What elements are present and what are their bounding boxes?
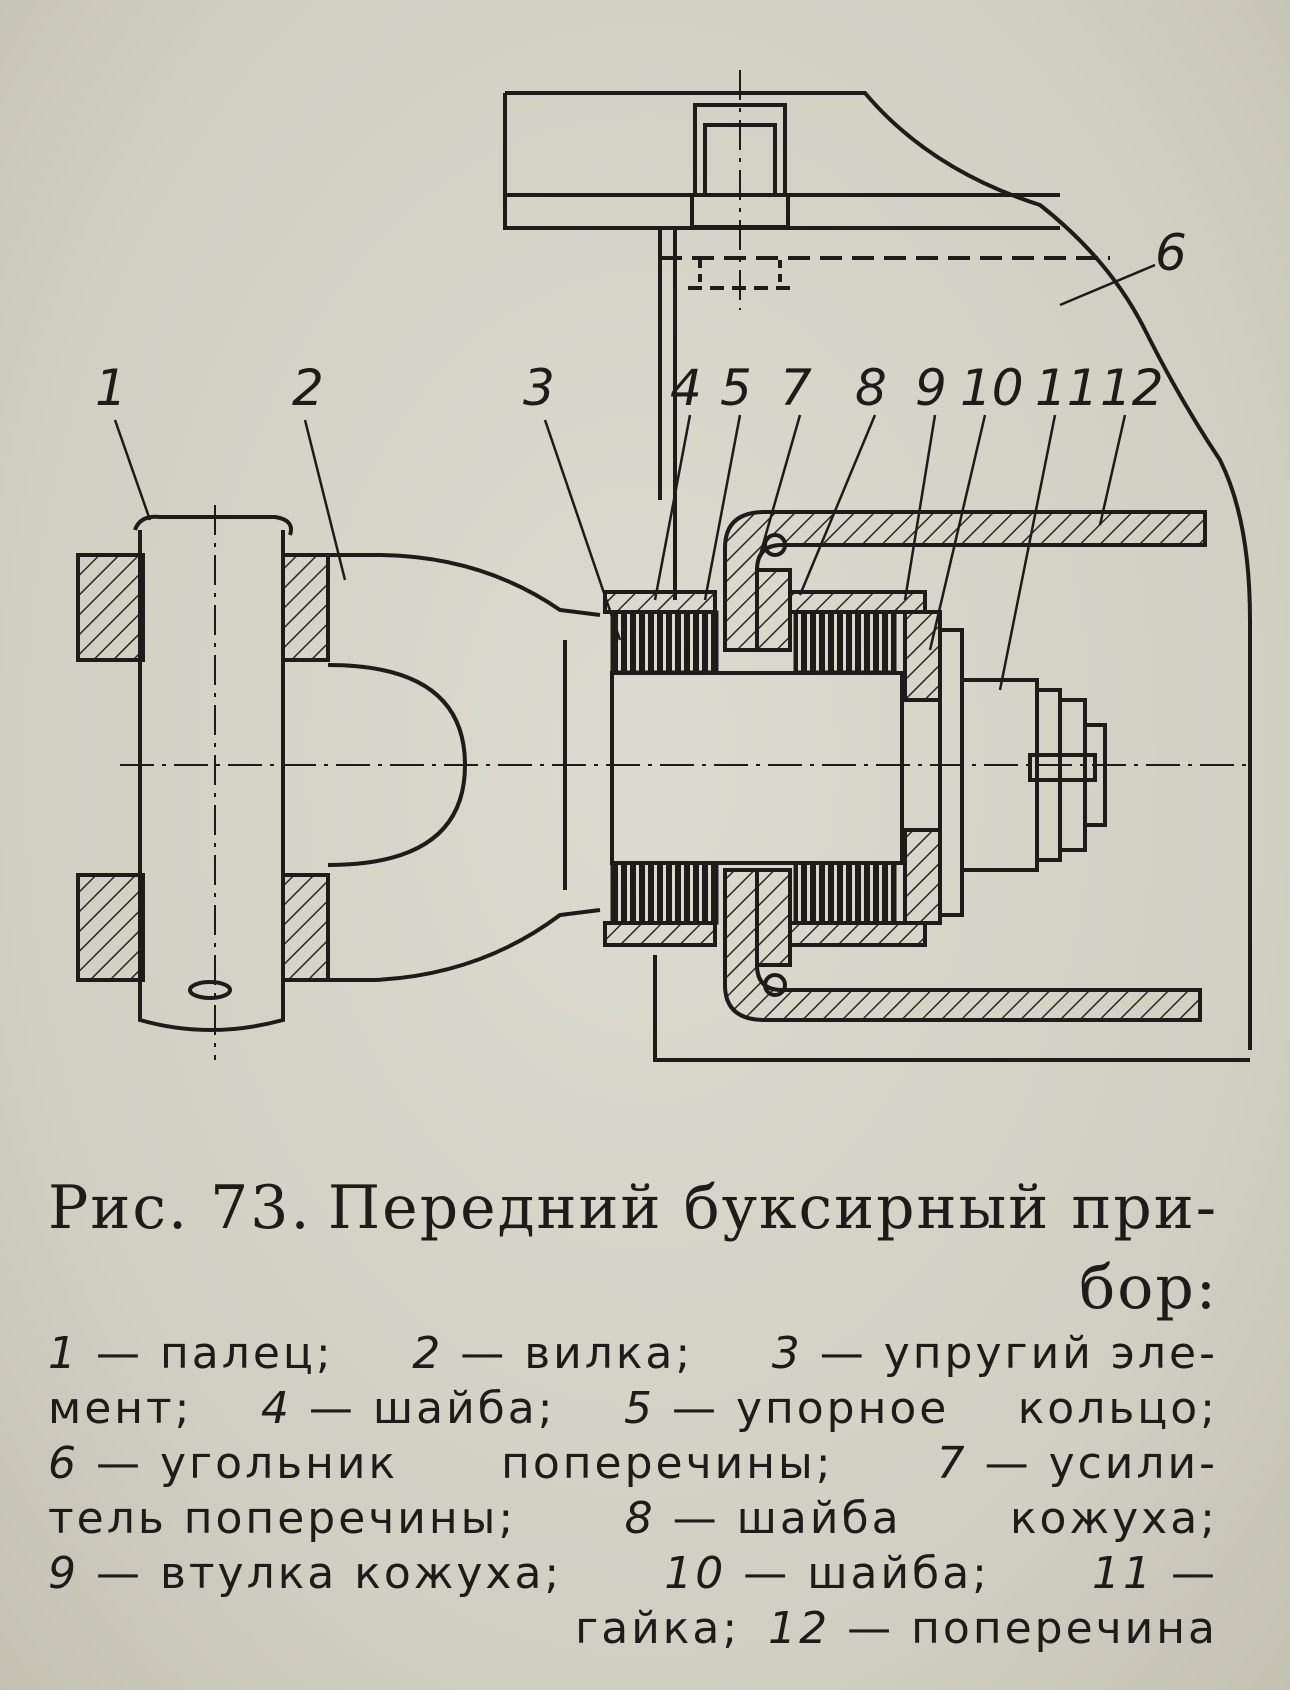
legend-item: 4 — шайба;	[260, 1383, 556, 1434]
caption-title-line2: бор:	[1079, 1253, 1218, 1323]
legend-item: 1 — палец;	[48, 1328, 334, 1379]
legend-line: тель поперечины; 8 — шайба кожуха;	[48, 1491, 1218, 1546]
legend-line: 9 — втулка кожуха; 10 — шайба; 11 —	[48, 1546, 1218, 1601]
legend-line: 1 — палец; 2 — вилка; 3 — упругий эле-	[48, 1326, 1218, 1381]
figure-legend: 1 — палец; 2 — вилка; 3 — упругий эле- м…	[48, 1326, 1218, 1656]
callout-11: 11	[1035, 359, 1099, 417]
legend-item: кольцо;	[1017, 1383, 1218, 1434]
legend-item: мент;	[48, 1383, 193, 1434]
frame-bracket	[653, 230, 1250, 1062]
callout-7: 7	[780, 359, 812, 417]
legend-item: поперечины;	[501, 1438, 834, 1489]
legend-line: гайка; 12 — поперечина	[48, 1601, 1218, 1656]
legend-item: тель поперечины;	[48, 1493, 517, 1544]
callout-8: 8	[855, 359, 887, 417]
pin	[133, 505, 293, 1060]
callout-6: 6	[1155, 224, 1187, 282]
legend-item: 7 — усили-	[936, 1438, 1218, 1489]
callout-10: 10	[960, 359, 1024, 417]
legend-item: 3 — упругий эле-	[771, 1328, 1218, 1379]
fork	[76, 553, 601, 982]
legend-item: 8 — шайба	[624, 1493, 902, 1544]
legend-line: мент; 4 — шайба; 5 — упорное кольцо;	[48, 1381, 1218, 1436]
legend-item: 6 — угольник	[48, 1438, 399, 1489]
crossmember-angle	[503, 91, 1252, 1050]
towing-device-drawing: 1 2 3 4 5 7 8 9 10 11 12 6	[76, 70, 1252, 1062]
figure-caption: Рис. 73. Передний буксирный при- бор:	[48, 1168, 1218, 1328]
legend-item: 11 —	[1091, 1548, 1218, 1599]
legend-item: 5 — упорное	[623, 1383, 950, 1434]
caption-prefix: Рис. 73.	[48, 1173, 312, 1243]
caption-line-1: Рис. 73. Передний буксирный при-	[48, 1168, 1218, 1248]
legend-item: 10 — шайба;	[664, 1548, 990, 1599]
legend-item: гайка;	[575, 1603, 741, 1654]
elastic-element	[610, 610, 897, 925]
housing-parts	[603, 590, 964, 947]
callout-5: 5	[720, 359, 752, 417]
callout-3: 3	[523, 359, 555, 417]
legend-item: 2 — вилка;	[412, 1328, 694, 1379]
callout-9: 9	[915, 359, 947, 417]
legend-line: 6 — угольник поперечины; 7 — усили-	[48, 1436, 1218, 1491]
callout-4: 4	[670, 359, 702, 417]
nut	[960, 678, 1107, 872]
bolt	[688, 70, 790, 310]
callouts: 1 2 3 4 5 7 8 9 10 11 12 6	[95, 224, 1187, 417]
callout-1: 1	[95, 359, 127, 417]
callout-12: 12	[1100, 359, 1164, 417]
legend-item: кожуха;	[1009, 1493, 1218, 1544]
callout-2: 2	[292, 359, 324, 417]
legend-item: 9 — втулка кожуха;	[48, 1548, 563, 1599]
caption-title-line1: Передний буксирный при-	[327, 1173, 1218, 1243]
legend-item: 12 — поперечина	[768, 1603, 1218, 1654]
leader-lines	[113, 263, 1156, 691]
crossmember	[723, 510, 1207, 1022]
